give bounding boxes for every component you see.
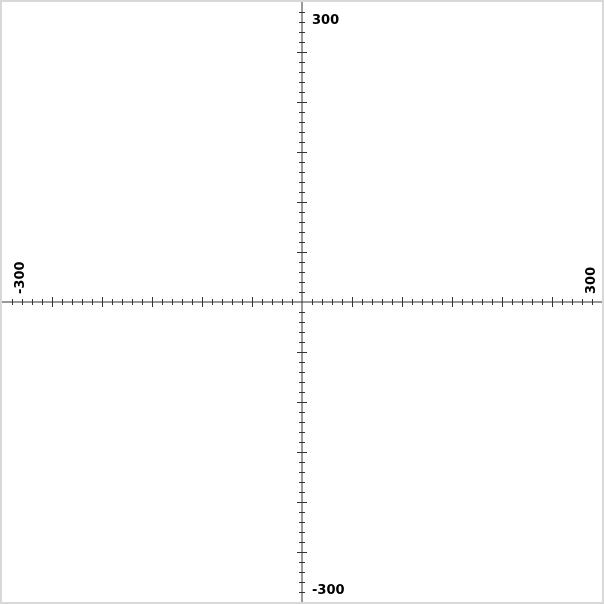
- x-axis-max-label: 300: [584, 267, 599, 294]
- y-axis-min-label: -300: [312, 583, 345, 598]
- y-axis-max-label: 300: [312, 13, 339, 28]
- x-axis-min-label: -300: [13, 261, 28, 294]
